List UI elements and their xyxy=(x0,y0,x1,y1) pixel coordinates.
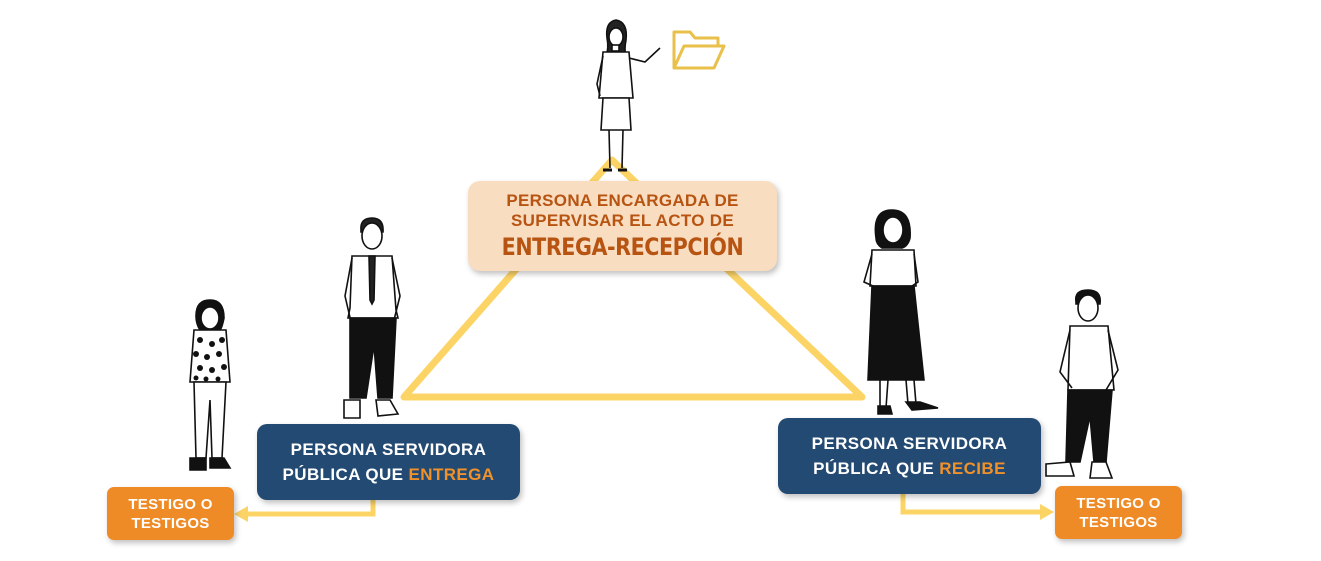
arrow-to-left-witness xyxy=(246,500,376,517)
folder-icon xyxy=(672,30,726,70)
witness-left-line2: TESTIGOS xyxy=(131,514,210,532)
supervisor-line1: PERSONA ENCARGADA DE xyxy=(506,191,739,210)
witness-right-line2: TESTIGOS xyxy=(1079,513,1158,531)
deliverer-line1: PERSONA SERVIDORA xyxy=(290,440,487,459)
supervisor-box: PERSONA ENCARGADA DE SUPERVISAR EL ACTO … xyxy=(468,181,777,271)
witness-left-box: TESTIGO O TESTIGOS xyxy=(107,487,234,540)
deliverer-box: PERSONA SERVIDORA PÚBLICA QUE ENTREGA xyxy=(257,424,520,500)
arrow-to-right-witness xyxy=(900,494,1040,515)
deliverer-line2: PÚBLICA QUE ENTREGA xyxy=(283,462,495,487)
supervisor-line2: SUPERVISAR EL ACTO DE xyxy=(511,211,734,230)
receiver-line1: PERSONA SERVIDORA xyxy=(811,434,1008,453)
man-deliverer-icon xyxy=(343,217,401,419)
supervisor-line3: ENTREGA-RECEPCIÓN xyxy=(501,233,744,261)
woman-receiver-icon xyxy=(863,209,939,415)
arrow-left-head xyxy=(234,506,248,522)
receiver-line2-prefix: PÚBLICA QUE xyxy=(813,459,940,478)
receiver-box: PERSONA SERVIDORA PÚBLICA QUE RECIBE xyxy=(778,418,1041,494)
woman-witness-left-icon xyxy=(189,299,232,471)
witness-right-box: TESTIGO O TESTIGOS xyxy=(1055,486,1182,539)
receiver-line2: PÚBLICA QUE RECIBE xyxy=(813,456,1006,481)
relationship-triangle xyxy=(400,156,866,401)
deliverer-line2-prefix: PÚBLICA QUE xyxy=(282,465,409,484)
receiver-highlight: RECIBE xyxy=(939,459,1006,478)
arrow-right-head xyxy=(1040,504,1054,520)
woman-supervisor-icon xyxy=(596,19,661,172)
deliverer-highlight: ENTREGA xyxy=(408,465,495,484)
witness-left-line1: TESTIGO O xyxy=(128,495,213,513)
man-witness-right-icon xyxy=(1045,289,1119,479)
witness-right-line1: TESTIGO O xyxy=(1076,494,1161,512)
